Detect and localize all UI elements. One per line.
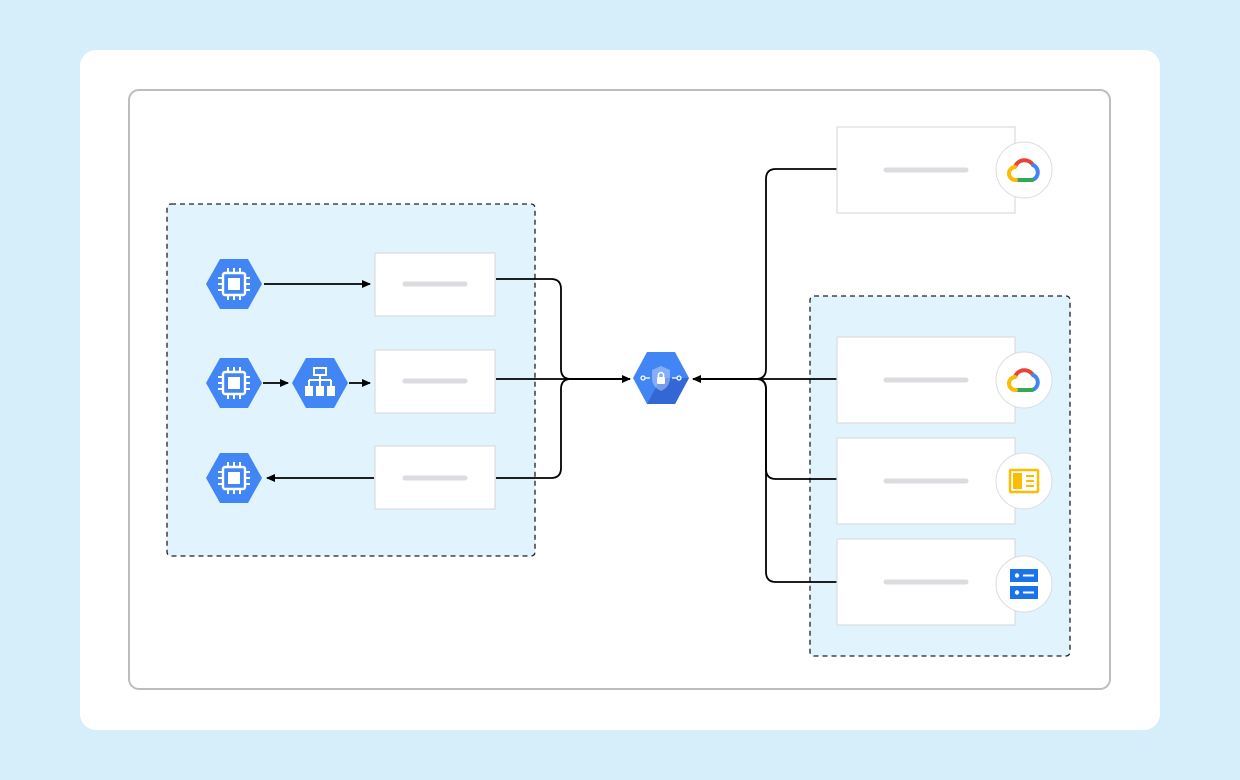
load-balancer-icon [292, 358, 348, 408]
left-box-2 [374, 349, 496, 414]
google-cloud-icon [995, 351, 1053, 409]
right-box3-to-center-path [693, 378, 837, 583]
left-box-3 [374, 445, 496, 510]
vpc-service-controls-icon [633, 352, 689, 404]
box3-to-center-path [496, 378, 630, 479]
compute-engine-icon [206, 259, 262, 309]
right-box-3 [836, 538, 1016, 626]
right-box-1 [836, 336, 1016, 424]
outer-boundary [128, 89, 1111, 690]
compute-engine-icon [206, 453, 262, 503]
right-box-2 [836, 437, 1016, 525]
google-cloud-icon [995, 141, 1053, 199]
bigquery-icon [995, 452, 1053, 510]
compute-engine-icon [206, 358, 262, 408]
cloud-storage-icon [995, 555, 1053, 613]
left-box-1 [374, 252, 496, 317]
right-box-top [836, 126, 1016, 214]
connectors [263, 168, 837, 583]
